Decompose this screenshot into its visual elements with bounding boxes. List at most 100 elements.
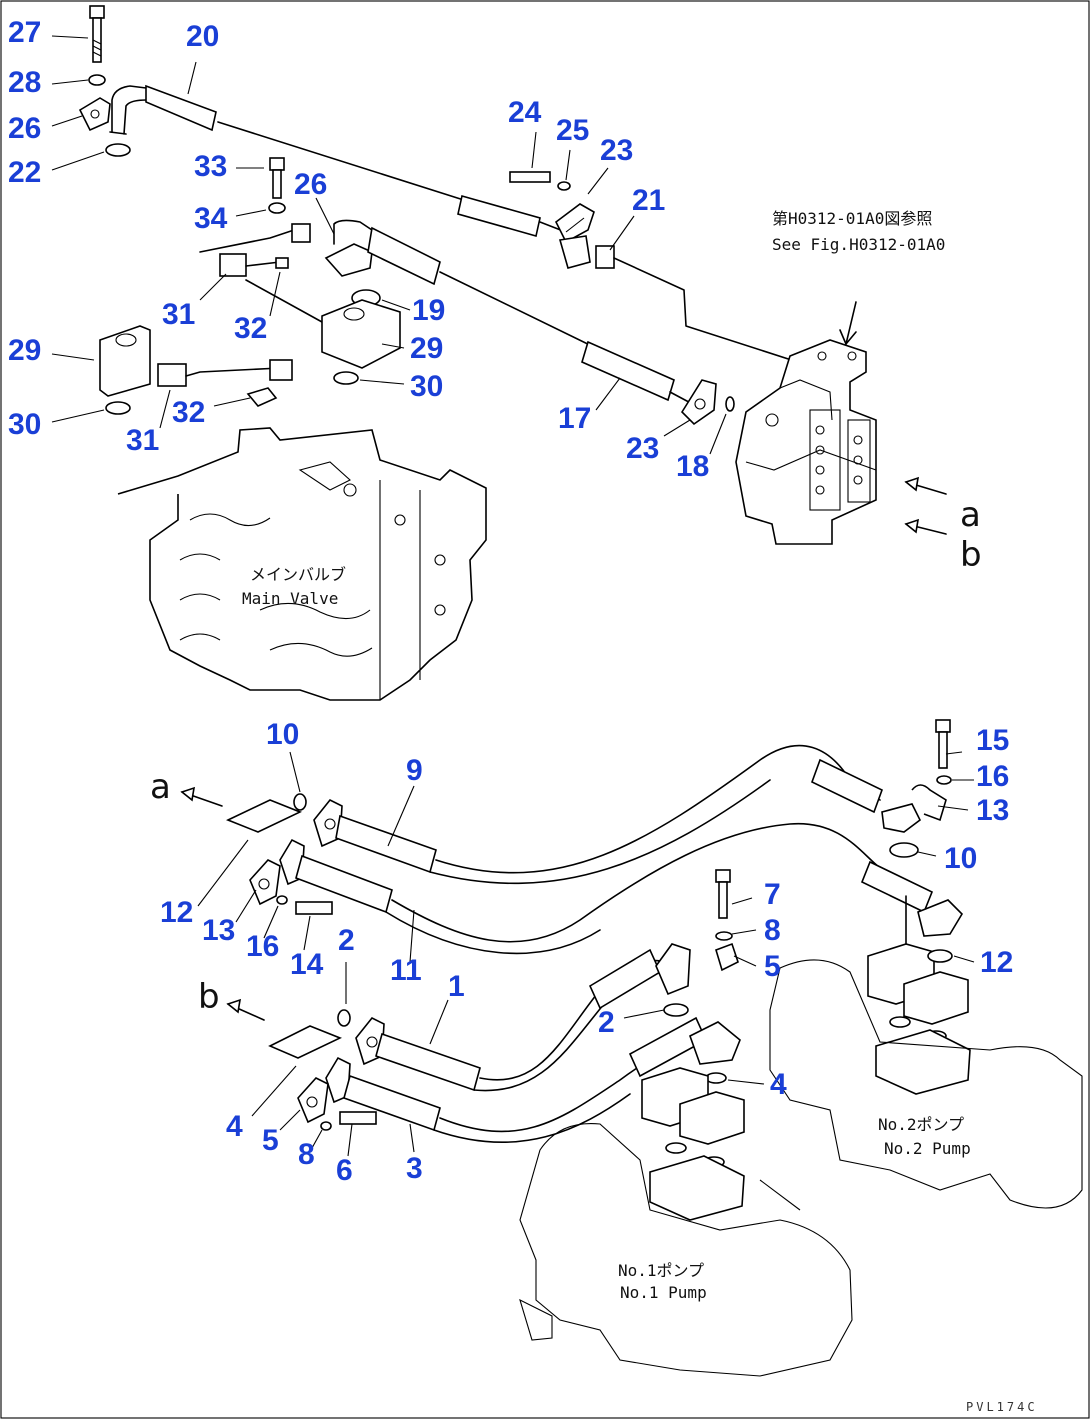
callout-22[interactable]: 22 xyxy=(8,156,42,189)
oring-4-mid xyxy=(705,1072,727,1084)
callout-2-mid[interactable]: 2 xyxy=(598,1006,615,1039)
pump1-blocks xyxy=(641,1067,745,1221)
callout-4-left[interactable]: 4 xyxy=(226,1110,243,1143)
leader-28 xyxy=(51,79,89,85)
callout-19[interactable]: 19 xyxy=(412,294,446,327)
leader-19 xyxy=(381,299,411,311)
callout-3[interactable]: 3 xyxy=(406,1152,423,1185)
callout-31-left[interactable]: 31 xyxy=(126,424,160,457)
callout-29-left[interactable]: 29 xyxy=(8,334,42,367)
leader-26b xyxy=(315,197,335,235)
oring-10-left xyxy=(293,793,307,811)
leader-16-left xyxy=(263,905,279,939)
callout-18[interactable]: 18 xyxy=(676,450,710,483)
hose-armor-mid xyxy=(367,226,441,286)
callout-5-upper[interactable]: 5 xyxy=(764,950,781,983)
callout-30-left[interactable]: 30 xyxy=(8,408,42,441)
callout-1[interactable]: 1 xyxy=(448,970,465,1003)
callout-17[interactable]: 17 xyxy=(558,402,592,435)
leader-7 xyxy=(731,897,753,905)
sensor-harness-upper xyxy=(199,223,311,277)
callout-28[interactable]: 28 xyxy=(8,66,42,99)
port-b-label-right: b xyxy=(960,535,982,575)
leader-18 xyxy=(709,413,727,455)
callout-8-left[interactable]: 8 xyxy=(298,1138,315,1171)
callout-15[interactable]: 15 xyxy=(976,724,1010,757)
flange-26-mid xyxy=(324,219,373,277)
pump1-label-en: No.1 Pump xyxy=(620,1283,707,1302)
flange-13-left xyxy=(249,859,281,906)
callout-2-left[interactable]: 2 xyxy=(338,924,355,957)
leader-21 xyxy=(609,215,635,251)
callout-10-left[interactable]: 10 xyxy=(266,718,300,751)
pump1-label-jp: No.1ポンプ xyxy=(618,1261,705,1280)
leader-29 xyxy=(381,343,405,349)
washer-8-left xyxy=(320,1121,332,1131)
callout-21[interactable]: 21 xyxy=(632,184,666,217)
callout-30-mid[interactable]: 30 xyxy=(410,370,444,403)
callout-13-right[interactable]: 13 xyxy=(976,794,1010,827)
callout-9[interactable]: 9 xyxy=(406,754,423,787)
hose-11-line xyxy=(391,822,881,943)
callout-5-left[interactable]: 5 xyxy=(262,1124,279,1157)
port-a-label-right: a xyxy=(960,495,981,535)
callout-24[interactable]: 24 xyxy=(508,96,542,129)
flange-23-lower xyxy=(680,379,717,426)
leader-3 xyxy=(409,1123,415,1153)
callout-27[interactable]: 27 xyxy=(8,16,42,49)
oring-10-right xyxy=(889,842,919,858)
callout-14[interactable]: 14 xyxy=(290,948,324,981)
leader-5 xyxy=(733,955,757,967)
callout-12-right[interactable]: 12 xyxy=(980,946,1014,979)
callout-13-left[interactable]: 13 xyxy=(202,914,236,947)
hose-armor-20 xyxy=(457,195,541,237)
leader-13 xyxy=(937,805,969,811)
callout-31-mid[interactable]: 31 xyxy=(162,298,196,331)
callout-23-lower[interactable]: 23 xyxy=(626,432,660,465)
pump2-label-en: No.2 Pump xyxy=(884,1139,971,1158)
callout-32-left[interactable]: 32 xyxy=(172,396,206,429)
callout-11[interactable]: 11 xyxy=(390,954,422,987)
callout-25[interactable]: 25 xyxy=(556,114,590,147)
leader-8-left xyxy=(311,1129,323,1149)
callout-16-right[interactable]: 16 xyxy=(976,760,1010,793)
bolt-27 xyxy=(89,5,105,63)
elbow-4-upper xyxy=(689,1021,741,1065)
leader-9 xyxy=(387,785,415,847)
callout-6[interactable]: 6 xyxy=(336,1154,353,1187)
port-a-label-left: a xyxy=(150,767,171,807)
callout-32-mid[interactable]: 32 xyxy=(234,312,268,345)
callout-8-upper[interactable]: 8 xyxy=(764,914,781,947)
callout-20[interactable]: 20 xyxy=(186,20,220,53)
callout-12-left[interactable]: 12 xyxy=(160,896,194,929)
flange-26-top xyxy=(78,97,111,132)
oring-12-right xyxy=(927,949,953,963)
washer-34 xyxy=(268,202,286,214)
callout-26-top[interactable]: 26 xyxy=(8,112,42,145)
bolt-15 xyxy=(935,719,951,769)
control-valve-right xyxy=(735,339,877,545)
leader-23b xyxy=(663,419,691,437)
main-valve-label-en: Main Valve xyxy=(242,589,339,608)
hose-9-armor-right xyxy=(811,758,883,814)
leader-31-left xyxy=(159,389,171,429)
callout-10-right[interactable]: 10 xyxy=(944,842,978,875)
callout-34[interactable]: 34 xyxy=(194,202,228,235)
callout-4-mid[interactable]: 4 xyxy=(770,1068,787,1101)
callout-33[interactable]: 33 xyxy=(194,150,228,183)
callout-16-left[interactable]: 16 xyxy=(246,930,280,963)
flange-5-left xyxy=(297,1077,329,1124)
pump2-body xyxy=(769,959,1083,1209)
callout-7[interactable]: 7 xyxy=(764,878,781,911)
callout-23-upper[interactable]: 23 xyxy=(600,134,634,167)
leader-34 xyxy=(235,209,267,217)
ref-note-en: See Fig.H0312-01A0 xyxy=(772,235,946,254)
callout-26-mid[interactable]: 26 xyxy=(294,168,328,201)
leader-32-left xyxy=(213,397,251,407)
callout-29-mid[interactable]: 29 xyxy=(410,332,444,365)
elbow-hose-20 xyxy=(109,84,217,135)
bolt-33 xyxy=(269,157,285,199)
bolt-14 xyxy=(295,901,333,915)
clamp-32-left xyxy=(246,387,278,407)
